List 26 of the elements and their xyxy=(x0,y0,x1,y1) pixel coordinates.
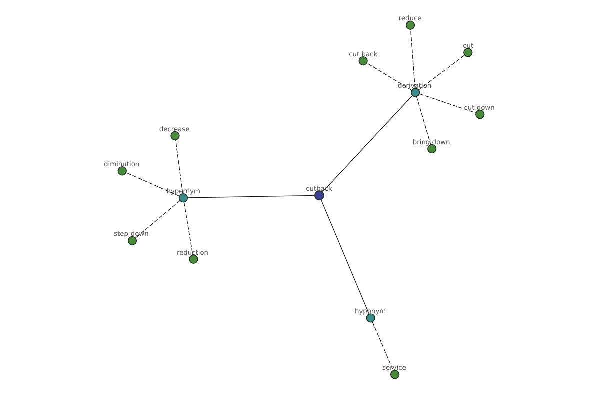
node-circle xyxy=(314,190,324,201)
connector xyxy=(176,140,184,194)
connector xyxy=(136,200,180,238)
node-circle xyxy=(464,48,473,58)
connector xyxy=(372,322,394,371)
node-circle xyxy=(476,110,485,120)
node-circle xyxy=(170,131,180,141)
connector xyxy=(322,95,413,193)
connector xyxy=(188,195,315,198)
node-circle xyxy=(410,88,420,98)
node-circle xyxy=(366,314,376,323)
connector xyxy=(418,55,465,90)
node-circle xyxy=(118,166,127,176)
node-circle xyxy=(189,254,198,264)
connector xyxy=(184,202,194,256)
connector xyxy=(126,172,180,197)
connector xyxy=(416,96,432,146)
node-circle xyxy=(428,144,437,154)
connector xyxy=(419,94,476,114)
node-circle xyxy=(128,236,138,246)
node-circle xyxy=(390,370,400,380)
node-circle xyxy=(358,56,368,66)
connector xyxy=(410,29,416,89)
node-circle xyxy=(406,20,416,30)
connector xyxy=(366,62,412,91)
node-circle xyxy=(178,193,188,203)
